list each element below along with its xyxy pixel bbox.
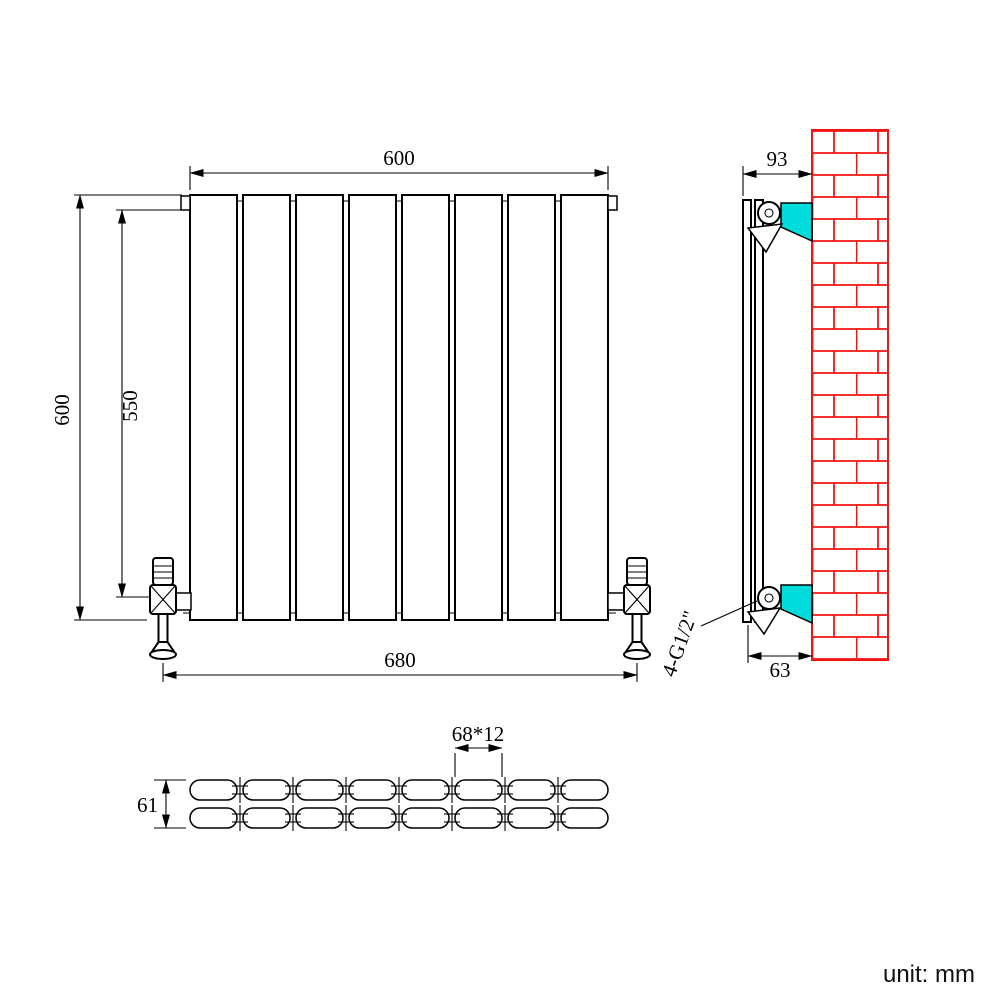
dim-front-width: 600 xyxy=(189,146,609,190)
valve-stub-left xyxy=(175,592,192,611)
dim-bottom-depth: 63 xyxy=(747,625,813,682)
slot-size-label: 68*12 xyxy=(452,722,505,746)
dim-valve-span: 680 xyxy=(162,648,638,682)
panel-cross-section-row-front xyxy=(189,776,609,804)
connection-label: 4-G1/2" xyxy=(657,608,703,680)
connection-callout: 4-G1/2" xyxy=(657,600,758,680)
front-width-label: 600 xyxy=(383,146,415,170)
bracket-arm-bottom xyxy=(746,607,782,636)
radiator-panel xyxy=(295,194,344,621)
side-panel-rear xyxy=(754,199,764,623)
wall-bracket-top xyxy=(780,202,813,243)
radiator-front xyxy=(175,194,625,621)
dim-side-depth: 93 xyxy=(742,147,813,196)
pipe-connection-top xyxy=(757,201,781,225)
brick-wall-outline xyxy=(811,129,889,661)
front-height-label: 600 xyxy=(50,394,74,426)
radiator-panel xyxy=(560,194,609,621)
dim-slot-size: 68*12 xyxy=(452,722,505,777)
unit-label: unit: mm xyxy=(883,961,975,988)
brick-wall xyxy=(811,129,889,661)
radiator-panel xyxy=(401,194,450,621)
side-depth-label: 93 xyxy=(767,147,788,171)
valve-right xyxy=(623,557,651,660)
valve-stub-right xyxy=(607,592,625,611)
radiator-side-profile xyxy=(742,199,764,623)
radiator-panel xyxy=(189,194,238,621)
side-view: 93 63 4-G1/2" xyxy=(657,129,889,682)
radiator-panel xyxy=(507,194,556,621)
top-view: 68*12 61 xyxy=(137,722,609,832)
radiator-panel xyxy=(242,194,291,621)
wall-bracket-bottom xyxy=(780,584,813,625)
pipe-height-label: 550 xyxy=(118,390,142,422)
front-view: 600 600 550 680 xyxy=(50,146,651,682)
dim-pipe-height: 550 xyxy=(116,209,187,598)
valve-left xyxy=(149,557,177,660)
bottom-depth-label: 63 xyxy=(770,658,791,682)
pipe-connection-bottom xyxy=(757,586,781,610)
dim-section-depth: 61 xyxy=(137,779,186,829)
bracket-arm-top xyxy=(746,223,784,254)
radiator-panel xyxy=(348,194,397,621)
end-cap-right xyxy=(607,195,618,211)
dim-front-height: 600 xyxy=(50,194,182,621)
end-cap-left xyxy=(180,195,191,211)
side-panel-front xyxy=(742,199,752,623)
connection-leader-line xyxy=(700,600,758,627)
section-depth-label: 61 xyxy=(137,793,158,817)
valve-span-label: 680 xyxy=(384,648,416,672)
panel-cross-section-row-rear xyxy=(189,804,609,832)
radiator-panel xyxy=(454,194,503,621)
